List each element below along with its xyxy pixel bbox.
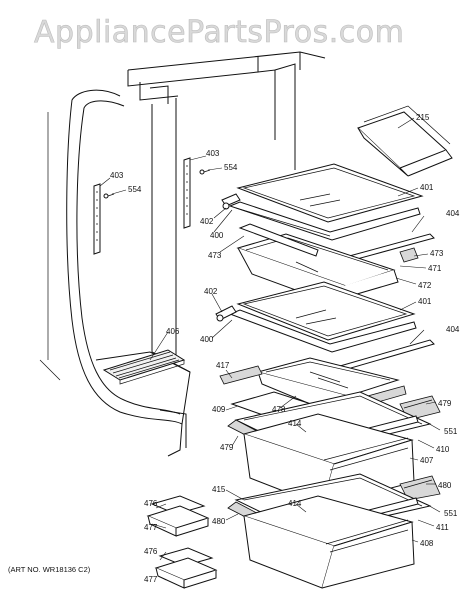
screw-icon (103, 193, 115, 199)
part-label-414-lower: 414 (288, 499, 302, 508)
shelf-bracket-upper (221, 193, 241, 210)
part-label-551-lower: 551 (444, 509, 458, 518)
part-label-406: 406 (166, 327, 180, 336)
part-label-477-lower: 477 (144, 575, 158, 584)
part-label-476-lower: 476 (144, 547, 158, 556)
glass-shelf-upper (236, 163, 424, 223)
part-label-473-right: 473 (430, 249, 444, 258)
part-label-402-middle: 402 (204, 287, 218, 296)
shelf-frame-upper (228, 201, 421, 241)
floor-grille (102, 349, 186, 385)
dairy-bin (357, 105, 453, 177)
art-number: (ART NO. WR18136 C2) (8, 565, 91, 574)
part-label-403-right: 403 (206, 149, 220, 158)
shelf-slide-rail-left (219, 365, 263, 385)
part-label-414-upper: 414 (288, 419, 302, 428)
part-label-400-middle: 400 (200, 335, 214, 344)
part-label-409: 409 (212, 405, 226, 414)
part-label-408: 408 (420, 539, 434, 548)
part-label-411: 411 (436, 523, 449, 532)
part-label-479-left: 479 (220, 443, 234, 452)
part-label-215: 215 (416, 113, 430, 122)
part-label-407: 407 (420, 456, 434, 465)
part-label-404-upper: 404 (446, 209, 460, 218)
drawer-lower (242, 495, 415, 589)
part-label-480-right: 480 (438, 481, 452, 490)
part-label-471: 471 (428, 264, 442, 273)
part-label-402-upper: 402 (200, 217, 214, 226)
part-label-478: 478 (272, 405, 286, 414)
part-label-551-upper: 551 (444, 427, 458, 436)
slide-out-shelf (256, 357, 400, 409)
leader-lines (99, 117, 441, 581)
part-label-473-left: 473 (208, 251, 222, 260)
shelf-bracket-middle (215, 305, 237, 322)
rail-clip-icon (399, 247, 419, 263)
part-label-554-right: 554 (224, 163, 238, 172)
part-label-477-upper: 477 (144, 523, 158, 532)
glass-shelf-middle (236, 281, 416, 341)
shelf-frame-middle (228, 309, 417, 353)
part-label-479-right: 479 (438, 399, 452, 408)
part-labels: 215 403 554 403 554 401 402 400 473 404 … (110, 113, 460, 584)
shelf-support-rail-left (93, 183, 101, 255)
part-label-401-upper: 401 (420, 183, 434, 192)
part-label-554-left: 554 (128, 185, 142, 194)
small-container-lower (154, 547, 218, 589)
watermark-text: AppliancePartsPros.com (34, 15, 404, 50)
part-label-480-left: 480 (212, 517, 226, 526)
shelf-support-rail-right (183, 157, 191, 229)
part-label-472: 472 (418, 281, 432, 290)
small-container-upper (146, 495, 210, 537)
part-label-410: 410 (436, 445, 450, 454)
part-label-476-upper: 476 (144, 499, 158, 508)
part-label-403-left: 403 (110, 171, 124, 180)
part-label-404-middle: 404 (446, 325, 460, 334)
part-label-415: 415 (212, 485, 226, 494)
part-label-400-upper: 400 (210, 231, 224, 240)
part-label-417: 417 (216, 361, 230, 370)
part-label-401-middle: 401 (418, 297, 432, 306)
screw-icon (199, 169, 211, 175)
